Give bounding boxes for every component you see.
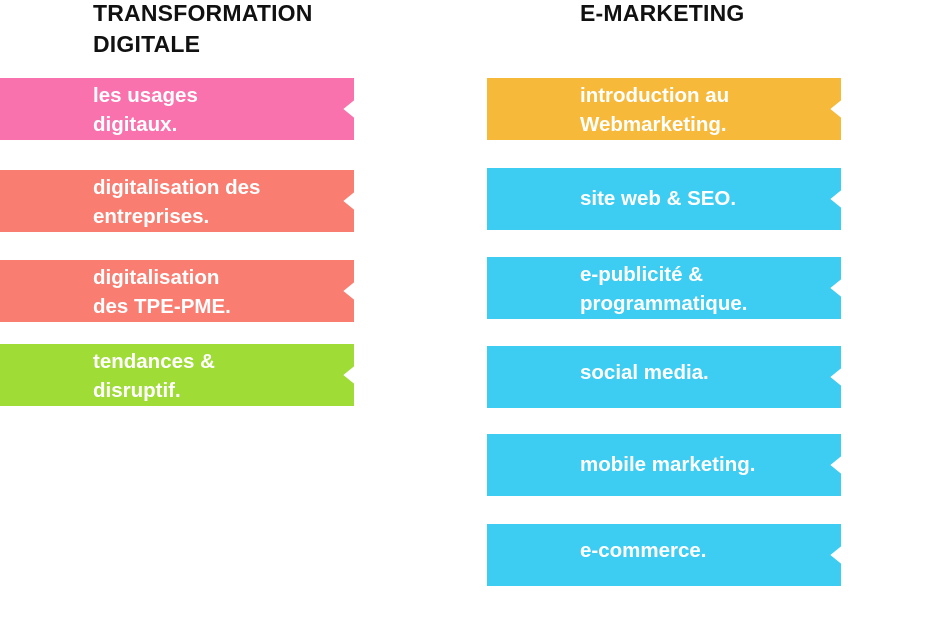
left-column-heading: TRANSFORMATION DIGITALE [93, 0, 313, 60]
banner-label-line: digitaux. [93, 112, 178, 136]
banner-label: e-publicité & programmatique. [580, 261, 747, 318]
banner-label-line: Webmarketing. [580, 112, 727, 136]
banner-label: tendances & disruptif. [93, 348, 215, 405]
banner-label: site web & SEO. [580, 185, 736, 214]
banner-digitalisation-tpe-pme: digitalisation des TPE-PME. [0, 260, 354, 322]
banner-label-line: introduction au [580, 84, 730, 107]
banner-label-line: programmatique. [580, 291, 748, 315]
banner-label: digitalisation des TPE-PME. [93, 264, 231, 321]
banner-label-line: site web & SEO. [580, 187, 737, 210]
banner-label: les usages digitaux. [93, 82, 198, 139]
banner-e-commerce: e-commerce. [487, 524, 841, 586]
banner-label-line: des TPE-PME. [93, 294, 231, 318]
banner-label-line: tendances & [93, 350, 215, 373]
banner-label-line: e-commerce. [580, 539, 707, 562]
banner-label-line: les usages [93, 84, 198, 107]
heading-line: TRANSFORMATION [93, 0, 313, 26]
banner-label: social media. [580, 359, 709, 388]
banner-label-line: digitalisation des [93, 176, 261, 199]
banner-social-media: social media. [487, 346, 841, 408]
banner-site-web-seo: site web & SEO. [487, 168, 841, 230]
banner-label-line: entreprises. [93, 204, 210, 228]
banner-label-line: mobile marketing. [580, 453, 756, 476]
banner-mobile-marketing: mobile marketing. [487, 434, 841, 496]
banner-label-line: social media. [580, 361, 709, 384]
heading-line: E-MARKETING [580, 0, 745, 26]
banner-label-line: disruptif. [93, 378, 181, 402]
banner-label: mobile marketing. [580, 451, 755, 480]
right-column-heading: E-MARKETING [580, 0, 744, 29]
banner-label-line: e-publicité & [580, 263, 704, 286]
banner-digitalisation-entreprises: digitalisation des entreprises. [0, 170, 354, 232]
banner-introduction-webmarketing: introduction au Webmarketing. [487, 78, 841, 140]
banner-label-line: digitalisation [93, 266, 220, 289]
banner-label: digitalisation des entreprises. [93, 174, 260, 231]
heading-line: DIGITALE [93, 31, 201, 57]
banner-label: e-commerce. [580, 537, 706, 566]
banner-label: introduction au Webmarketing. [580, 82, 729, 139]
banner-tendances-disruptif: tendances & disruptif. [0, 344, 354, 406]
banner-e-publicite: e-publicité & programmatique. [487, 257, 841, 319]
banner-usages-digitaux: les usages digitaux. [0, 78, 354, 140]
